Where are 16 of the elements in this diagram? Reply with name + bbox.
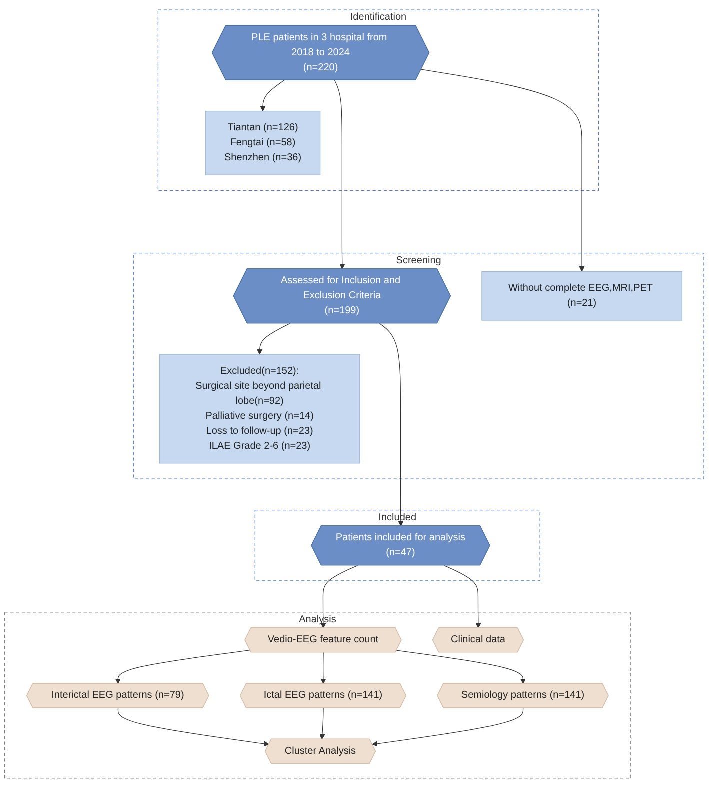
arrow <box>115 650 251 684</box>
arrow <box>372 708 524 748</box>
node-box: Excluded(n=152): Surgical site beyond parietal lobe(n=92) Palliative surgery (n=14) Loss to follow-up (n=23) ILAE Grade 2-6 (n=23) <box>159 354 360 464</box>
node-box: Tiantan (n=126) Fengtai (n=58) Shenzhen (n=36) <box>205 111 321 176</box>
node-box: Without complete EEG,MRI,PET (n=21) <box>482 272 682 322</box>
arrow <box>257 324 290 356</box>
arrow <box>320 652 326 684</box>
arrow <box>444 566 482 629</box>
arrow <box>379 324 404 527</box>
arrow <box>260 80 285 112</box>
arrow <box>396 650 526 684</box>
arrow <box>320 566 358 629</box>
arrow <box>334 80 346 270</box>
arrow <box>118 708 270 748</box>
arrow <box>320 708 326 740</box>
arrow <box>421 70 585 272</box>
